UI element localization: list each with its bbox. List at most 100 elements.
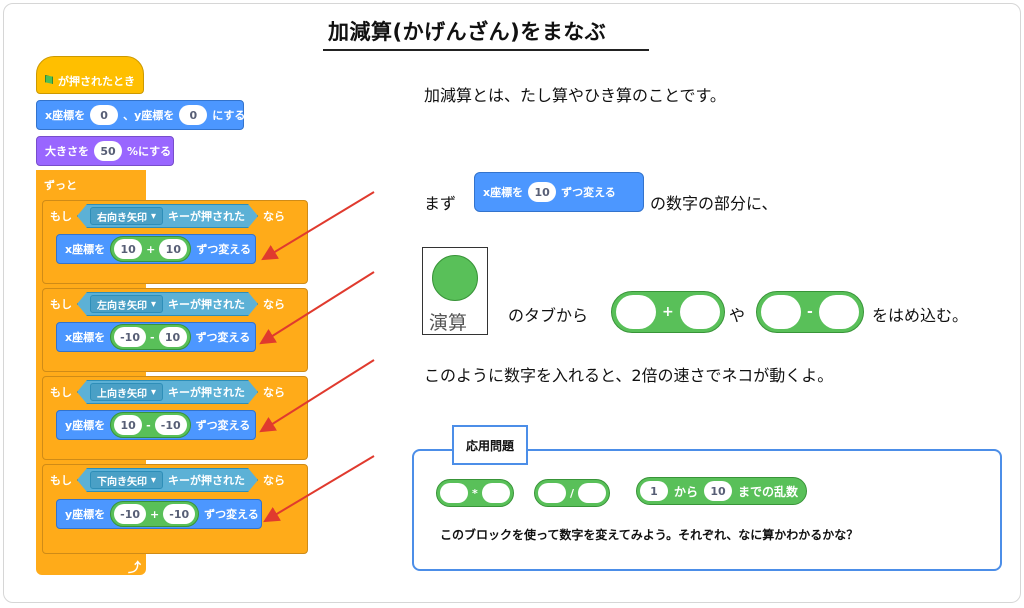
operator-symbol: - <box>149 330 155 344</box>
change-y-block-2[interactable]: y座標を -10 + -10 ずつ変える <box>56 499 262 529</box>
loop-arrow-icon: ⤴ <box>128 561 142 576</box>
then-label: なら <box>263 210 286 223</box>
chevron-down-icon: ▾ <box>151 474 157 486</box>
operand-slot[interactable] <box>440 483 468 503</box>
operators-tab-label: 演算 <box>429 312 468 334</box>
if-header-4: もし 下向き矢印▾ キーが押された なら <box>42 466 293 494</box>
change-suffix: ずつ変える <box>196 243 251 256</box>
key-dropdown[interactable]: 右向き矢印▾ <box>90 207 163 225</box>
operand-slot[interactable] <box>481 483 510 503</box>
if-header-3: もし 上向き矢印▾ キーが押された なら <box>42 378 293 406</box>
subtract-operator[interactable]: 10 - -10 <box>110 412 191 438</box>
key-pressed-condition[interactable]: 左向き矢印▾ キーが押された <box>77 292 258 316</box>
goto-suffix: にする <box>212 109 246 122</box>
minus-operator-block[interactable]: - <box>756 291 864 333</box>
operand-slot[interactable] <box>761 295 801 329</box>
add-operator[interactable]: -10 + -10 <box>110 501 200 527</box>
change-suffix: ずつ変える <box>195 331 251 344</box>
change-label: y座標を <box>65 508 106 521</box>
operand-a[interactable]: 10 <box>114 239 143 259</box>
key-pressed-condition[interactable]: 上向き矢印▾ キーが押された <box>77 380 258 404</box>
change-x-example-block[interactable]: x座標を 10 ずつ変える <box>474 172 644 212</box>
random-suffix: までの乱数 <box>738 484 799 499</box>
then-label: なら <box>263 474 286 487</box>
goto-y-input[interactable]: 0 <box>179 105 208 125</box>
change-x-block-2[interactable]: x座標を -10 - 10 ずつ変える <box>56 322 256 352</box>
explain-line-1: 加減算とは、たし算やひき算のことです。 <box>424 86 726 105</box>
operand-slot[interactable] <box>679 295 720 329</box>
chevron-down-icon: ▾ <box>151 386 157 398</box>
then-label: なら <box>263 386 286 399</box>
goto-y-label: 、y座標を <box>123 109 175 122</box>
if-header-1: もし 右向き矢印▾ キーが押された なら <box>42 202 293 230</box>
change-x-block-1[interactable]: x座標を 10 + 10 ずつ変える <box>56 234 256 264</box>
operand-a[interactable]: 10 <box>114 415 143 435</box>
goto-xy-block[interactable]: x座標を 0 、y座標を 0 にする <box>36 100 246 130</box>
pressed-label: キーが押された <box>168 386 246 399</box>
pressed-label: キーが押された <box>168 210 246 223</box>
operand-slot[interactable] <box>818 295 859 329</box>
operator-symbol: * <box>472 486 478 500</box>
if-header-2: もし 左向き矢印▾ キーが押された なら <box>42 290 293 318</box>
random-to-input[interactable]: 10 <box>704 481 733 501</box>
random-operator-block[interactable]: 1 から 10 までの乱数 <box>636 477 808 505</box>
change-y-block-1[interactable]: y座標を 10 - -10 ずつ変える <box>56 410 256 440</box>
key-pressed-condition[interactable]: 右向き矢印▾ キーが押された <box>77 204 258 228</box>
operator-symbol: - <box>807 304 813 320</box>
goto-x-label: x座標を <box>45 109 86 122</box>
explain-line-2-suffix: の数字の部分に、 <box>650 194 778 213</box>
chevron-down-icon: ▾ <box>151 210 157 222</box>
operator-symbol: - <box>146 418 151 432</box>
example-label: x座標を <box>483 186 524 199</box>
operand-a[interactable]: -10 <box>114 327 146 347</box>
size-suffix: %にする <box>127 145 172 158</box>
operand-slot[interactable] <box>616 295 656 329</box>
key-dropdown[interactable]: 上向き矢印▾ <box>90 383 163 401</box>
operators-tab[interactable]: 演算 <box>422 247 488 335</box>
plus-operator-block[interactable]: + <box>611 291 725 333</box>
set-size-block[interactable]: 大きさを 50 %にする <box>36 136 174 166</box>
if-label: もし <box>50 298 72 311</box>
applied-problem-box <box>412 449 1002 571</box>
title-underline <box>323 49 649 51</box>
operator-symbol: + <box>662 304 674 320</box>
change-suffix: ずつ変える <box>195 419 251 432</box>
goto-x-input[interactable]: 0 <box>90 105 119 125</box>
operand-b[interactable]: -10 <box>163 504 196 524</box>
key-dropdown[interactable]: 左向き矢印▾ <box>90 295 163 313</box>
operand-b[interactable]: 10 <box>158 327 187 347</box>
example-input[interactable]: 10 <box>528 182 557 202</box>
subtract-operator[interactable]: -10 - 10 <box>110 324 191 350</box>
operand-slot[interactable] <box>578 483 607 503</box>
if-label: もし <box>50 386 72 399</box>
explain-line-3-b: をはめ込む。 <box>872 306 969 325</box>
key-dropdown[interactable]: 下向き矢印▾ <box>90 471 163 489</box>
operators-category-icon <box>432 255 478 301</box>
explain-line-2-prefix: まず <box>424 194 457 213</box>
forever-label: ずっと <box>44 179 77 192</box>
operand-b[interactable]: -10 <box>154 415 187 435</box>
pressed-label: キーが押された <box>168 474 246 487</box>
divide-operator-block[interactable]: / <box>534 479 611 507</box>
explain-line-3-a: のタブから <box>508 306 589 325</box>
applied-problem-label: 応用問題 <box>452 425 528 465</box>
add-operator[interactable]: 10 + 10 <box>110 236 192 262</box>
operand-slot[interactable] <box>538 483 566 503</box>
when-flag-clicked-block[interactable]: が押されたとき <box>36 56 144 94</box>
then-label: なら <box>263 298 286 311</box>
change-label: x座標を <box>65 331 106 344</box>
change-label: x座標を <box>65 243 106 256</box>
operand-b[interactable]: 10 <box>159 239 188 259</box>
key-pressed-condition[interactable]: 下向き矢印▾ キーが押された <box>77 468 258 492</box>
operator-symbol: + <box>146 242 156 256</box>
operand-a[interactable]: -10 <box>114 504 147 524</box>
operator-symbol: + <box>150 507 160 521</box>
size-input[interactable]: 50 <box>94 141 122 161</box>
example-suffix: ずつ変える <box>561 186 616 199</box>
forever-block[interactable]: ずっと <box>36 172 146 198</box>
if-label: もし <box>50 474 72 487</box>
if-label: もし <box>50 210 72 223</box>
random-from-input[interactable]: 1 <box>640 481 668 501</box>
chevron-down-icon: ▾ <box>151 298 157 310</box>
multiply-operator-block[interactable]: * <box>436 479 514 507</box>
